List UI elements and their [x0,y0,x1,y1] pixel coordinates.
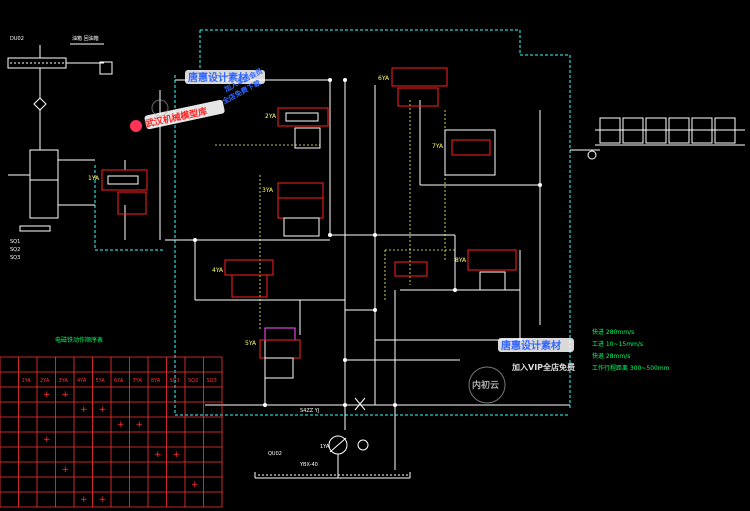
junction-dots [193,78,542,407]
relief-label: S4ZZ YJ [300,408,319,414]
white-pipelines [124,79,745,470]
valve-4: 4YA [212,259,274,298]
table-mark: + [191,480,199,490]
tank-top-label: DU02 [10,36,24,42]
table-header-cell: 2YA [40,378,50,384]
valve-8: 8YA [394,249,517,291]
table-header-cell: 5YA [96,378,106,384]
table-header-cell: 8YA [151,378,161,384]
left-cylinder [8,68,95,232]
table-mark: + [62,465,70,475]
table-mark: + [43,390,51,400]
valve-6: 6YA [378,67,448,107]
table-header-cell: 4YA [77,378,87,384]
bottom-tank-label: QU02 [268,451,282,457]
table-header-cell: SQ2 [188,378,198,384]
watermark-6: 加入VIP全店免费 [511,362,575,372]
table-title: 电磁铁动作顺序表 [55,336,103,344]
tank-top-note: 油箱 回油箱 [72,35,99,42]
watermarks: 唐惠设计素材 加入本店会员 全店免费下载 武汉机械模型库 唐惠设计素材 加入VI… [130,66,575,404]
valve-2-label: 2YA [265,113,277,120]
valve-2: 2YA [265,107,329,149]
parameters-block: 快进 280mm/s 工进 10~15mm/s 快退 28mm/s 工作行程距离… [592,328,670,372]
limit-sq1: SQ1 [10,239,20,245]
valve-8-label: 8YA [455,257,467,264]
table-header-cell: SQ3 [207,378,217,384]
table-mark: + [99,405,107,415]
right-cylinder-bank [587,117,736,160]
limit-sq3: SQ3 [10,255,20,261]
valve-5-label: 5YA [245,340,257,347]
param-3: 快退 28mm/s [592,352,630,360]
watermark-5: 唐惠设计素材 [501,339,561,352]
sequence-table: 1YA 2YA 3YA 4YA 5YA 6YA 7YA 8YA SQ1 SQ2 SQ3 + + + + + + +… [0,356,223,511]
bottom-tank [254,472,411,479]
valve-3-label: 3YA [262,187,274,194]
limit-sq2: SQ2 [10,247,20,253]
valve-5: 5YA [245,327,301,379]
table-header-cell: 6YA [114,378,124,384]
valve-1: 1YA [88,169,148,215]
param-1: 快进 280mm/s [592,328,634,336]
table-mark: + [80,405,88,415]
valve-6-label: 6YA [378,75,390,82]
table-mark: + [117,420,125,430]
limit-switch-labels: SQ1 SQ2 SQ3 [10,239,20,261]
table-mark: + [62,390,70,400]
param-2: 工进 10~15mm/s [592,340,643,348]
top-tank: DU02 油箱 回油箱 [7,35,113,75]
watermark-7: 内初云 [472,379,499,391]
table-mark: + [154,450,162,460]
yellow-pilot-lines [215,100,455,330]
watermark-1: 唐惠设计素材 [188,71,248,84]
pump-group [328,397,369,478]
table-mark: + [173,450,181,460]
table-header-cell: 3YA [59,378,69,384]
valve-7-label: 7YA [432,143,444,150]
table-mark: + [80,495,88,505]
valve-1-label: 1YA [88,175,100,182]
table-header-cell: 7YA [133,378,143,384]
table-mark: + [99,495,107,505]
pump-type: YBX-40 [299,462,318,468]
table-mark: + [136,420,144,430]
valve-4-label: 4YA [212,267,224,274]
valve-3: 3YA [262,182,324,237]
valve-7: 7YA [432,129,496,176]
watermark-4: 武汉机械模型库 [144,105,208,130]
table-mark: + [43,435,51,445]
param-4: 工作行程距离 300~500mm [592,364,670,372]
table-header-cell: 1YA [22,378,32,384]
table-header-cell: SQ1 [170,378,180,384]
pump-label: 1YA [320,444,330,450]
